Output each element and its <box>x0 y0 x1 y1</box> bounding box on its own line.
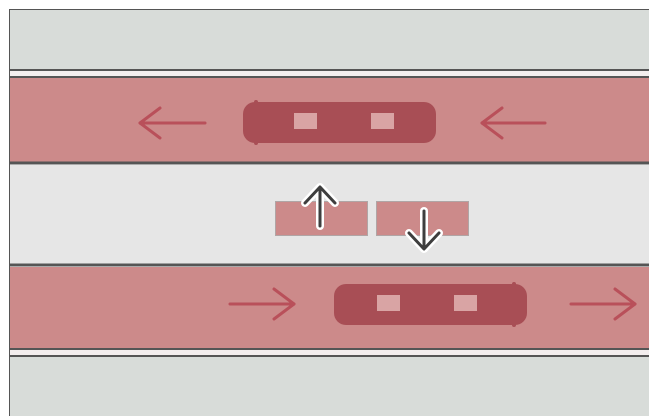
vehicle-window <box>294 113 317 129</box>
vehicle-eastbound <box>334 282 527 327</box>
vehicle-cab-marker <box>254 100 258 145</box>
vehicle-body <box>334 284 527 325</box>
vehicle-cab-marker <box>512 282 516 327</box>
vehicle-body <box>243 102 436 143</box>
diagram-frame <box>9 9 649 416</box>
vehicle-westbound <box>243 100 436 145</box>
flow-arrow-right-icon <box>569 287 637 321</box>
boarding-arrow-up-icon <box>301 183 339 230</box>
lower-lane <box>10 267 649 348</box>
vehicle-window <box>454 295 477 311</box>
bottom-curb-strip <box>10 350 649 356</box>
vehicle-window <box>371 113 394 129</box>
top-sidewalk <box>10 10 649 70</box>
flow-arrow-left-icon <box>480 106 547 140</box>
flow-arrow-right-icon <box>228 287 296 321</box>
vehicle-window <box>377 295 400 311</box>
flow-arrow-left-icon <box>138 106 207 140</box>
top-curb-strip <box>10 71 649 77</box>
alighting-arrow-down-icon <box>405 207 443 253</box>
bottom-sidewalk <box>10 357 649 416</box>
